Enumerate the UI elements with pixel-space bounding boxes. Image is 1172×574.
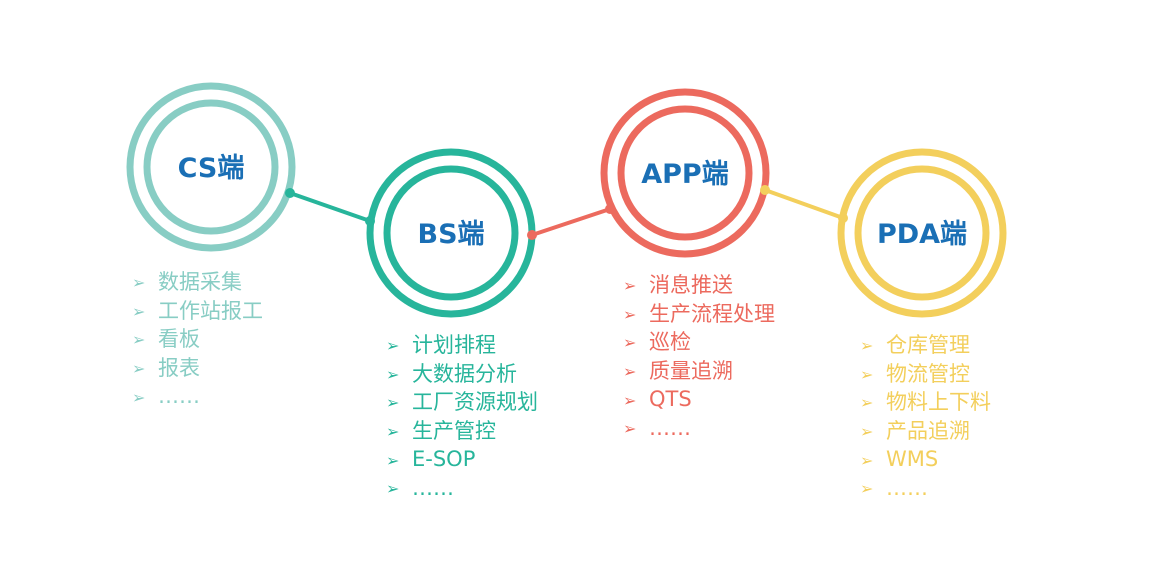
arrow-bullet-icon: ➢ <box>623 362 637 382</box>
list-item-label: 巡检 <box>649 330 691 355</box>
list-item: ➢ …… <box>386 474 538 503</box>
list-item: ➢ 物流管控 <box>860 360 991 389</box>
node-pda-inner-ring <box>854 165 990 301</box>
list-item-label: 仓库管理 <box>886 333 970 357</box>
arrow-bullet-icon: ➢ <box>386 479 400 499</box>
list-item-label: 工厂资源规划 <box>412 390 538 415</box>
arrow-bullet-icon: ➢ <box>132 330 146 350</box>
arrow-bullet-icon: ➢ <box>386 336 400 356</box>
list-item-label: 生产管控 <box>412 418 496 443</box>
arrow-bullet-icon: ➢ <box>386 364 400 384</box>
arrow-bullet-icon: ➢ <box>623 419 637 439</box>
list-item: ➢ 生产管控 <box>386 417 538 446</box>
node-pda-title: PDA端 <box>877 219 967 250</box>
list-item: ➢ 生产流程处理 <box>623 300 775 329</box>
list-item: ➢ 产品追溯 <box>860 417 991 446</box>
list-item: ➢ 消息推送 <box>623 271 775 300</box>
list-item-label: E-SOP <box>412 447 476 472</box>
connector-cs-bs <box>289 191 371 223</box>
arrow-bullet-icon: ➢ <box>860 393 874 413</box>
list-item-label: 物料上下料 <box>886 390 991 415</box>
node-pda-outer-ring <box>837 148 1007 318</box>
arrow-bullet-icon: ➢ <box>860 336 874 356</box>
node-app-title: APP端 <box>641 159 728 190</box>
node-bs: BS端 <box>366 148 536 318</box>
list-item-label: 物流管控 <box>886 361 970 386</box>
list-item: ➢ 计划排程 <box>386 331 538 360</box>
list-item-label: 大数据分析 <box>412 361 517 386</box>
arrow-bullet-icon: ➢ <box>623 333 637 353</box>
arrow-bullet-icon: ➢ <box>132 359 146 379</box>
list-item: ➢ 大数据分析 <box>386 360 538 389</box>
list-item-label: 报表 <box>158 355 200 380</box>
list-item: ➢ WMS <box>860 445 991 474</box>
list-item-label: 生产流程处理 <box>649 301 775 326</box>
arrow-bullet-icon: ➢ <box>132 387 146 407</box>
connector-app-pda <box>764 188 844 220</box>
list-item: ➢ …… <box>132 382 263 411</box>
list-item-label: …… <box>649 415 691 440</box>
arrow-bullet-icon: ➢ <box>386 422 400 442</box>
node-cs-outer-ring <box>126 82 296 252</box>
list-item-label: …… <box>886 475 928 500</box>
arrow-bullet-icon: ➢ <box>860 422 874 442</box>
arrow-bullet-icon: ➢ <box>860 479 874 499</box>
node-cs: CS端 <box>126 82 296 252</box>
connector-dot-pda-left <box>838 213 848 223</box>
arrow-bullet-icon: ➢ <box>860 450 874 470</box>
arrow-bullet-icon: ➢ <box>623 304 637 324</box>
list-item: ➢ …… <box>623 414 775 443</box>
list-item: ➢ 报表 <box>132 354 263 383</box>
list-item-label: …… <box>412 475 454 500</box>
node-bs-inner-ring <box>383 165 519 301</box>
node-cs-inner-ring <box>143 99 279 235</box>
node-bs-title: BS端 <box>417 219 484 250</box>
arrow-bullet-icon: ➢ <box>623 390 637 410</box>
arrow-bullet-icon: ➢ <box>132 273 146 293</box>
node-app: APP端 <box>600 88 770 258</box>
list-item-label: QTS <box>649 387 692 412</box>
connector-dot-app-left <box>605 204 615 214</box>
list-item-label: 工作站报工 <box>158 298 263 323</box>
list-item-label: 计划排程 <box>412 333 496 357</box>
connector-bs-app <box>531 207 611 237</box>
list-item-label: 看板 <box>158 327 200 352</box>
arrow-bullet-icon: ➢ <box>386 393 400 413</box>
list-item: ➢ 工厂资源规划 <box>386 388 538 417</box>
list-item: ➢ 巡检 <box>623 328 775 357</box>
list-item-label: 质量追溯 <box>649 358 733 383</box>
list-item-label: 产品追溯 <box>886 418 970 443</box>
node-cs-feature-list: ➢ 数据采集 ➢ 工作站报工 ➢ 看板 ➢ 报表 ➢ …… <box>132 268 263 411</box>
connector-dot-app-right <box>760 185 770 195</box>
node-app-outer-ring <box>600 88 770 258</box>
list-item-label: …… <box>158 384 200 409</box>
connector-dot-bs-left <box>365 216 375 226</box>
list-item-label: 消息推送 <box>649 273 733 297</box>
list-item: ➢ QTS <box>623 385 775 414</box>
node-bs-feature-list: ➢ 计划排程 ➢ 大数据分析 ➢ 工厂资源规划 ➢ 生产管控 ➢ E-SOP ➢ …… <box>386 331 538 503</box>
list-item: ➢ 质量追溯 <box>623 357 775 386</box>
list-item: ➢ 数据采集 <box>132 268 263 297</box>
arrow-bullet-icon: ➢ <box>386 450 400 470</box>
list-item: ➢ …… <box>860 474 991 503</box>
list-item-label: 数据采集 <box>158 270 242 294</box>
node-app-feature-list: ➢ 消息推送 ➢ 生产流程处理 ➢ 巡检 ➢ 质量追溯 ➢ QTS ➢ …… <box>623 271 775 443</box>
node-pda-feature-list: ➢ 仓库管理 ➢ 物流管控 ➢ 物料上下料 ➢ 产品追溯 ➢ WMS ➢ …… <box>860 331 991 503</box>
list-item: ➢ 物料上下料 <box>860 388 991 417</box>
list-item-label: WMS <box>886 447 939 472</box>
list-item: ➢ 仓库管理 <box>860 331 991 360</box>
list-item: ➢ 看板 <box>132 325 263 354</box>
node-app-inner-ring <box>617 105 753 241</box>
arrow-bullet-icon: ➢ <box>132 301 146 321</box>
connector-dot-cs-right <box>285 188 295 198</box>
node-pda: PDA端 <box>837 148 1007 318</box>
arrow-bullet-icon: ➢ <box>623 276 637 296</box>
node-cs-title: CS端 <box>178 153 245 184</box>
connector-dot-bs-right <box>527 230 537 240</box>
list-item: ➢ 工作站报工 <box>132 297 263 326</box>
list-item: ➢ E-SOP <box>386 445 538 474</box>
arrow-bullet-icon: ➢ <box>860 364 874 384</box>
